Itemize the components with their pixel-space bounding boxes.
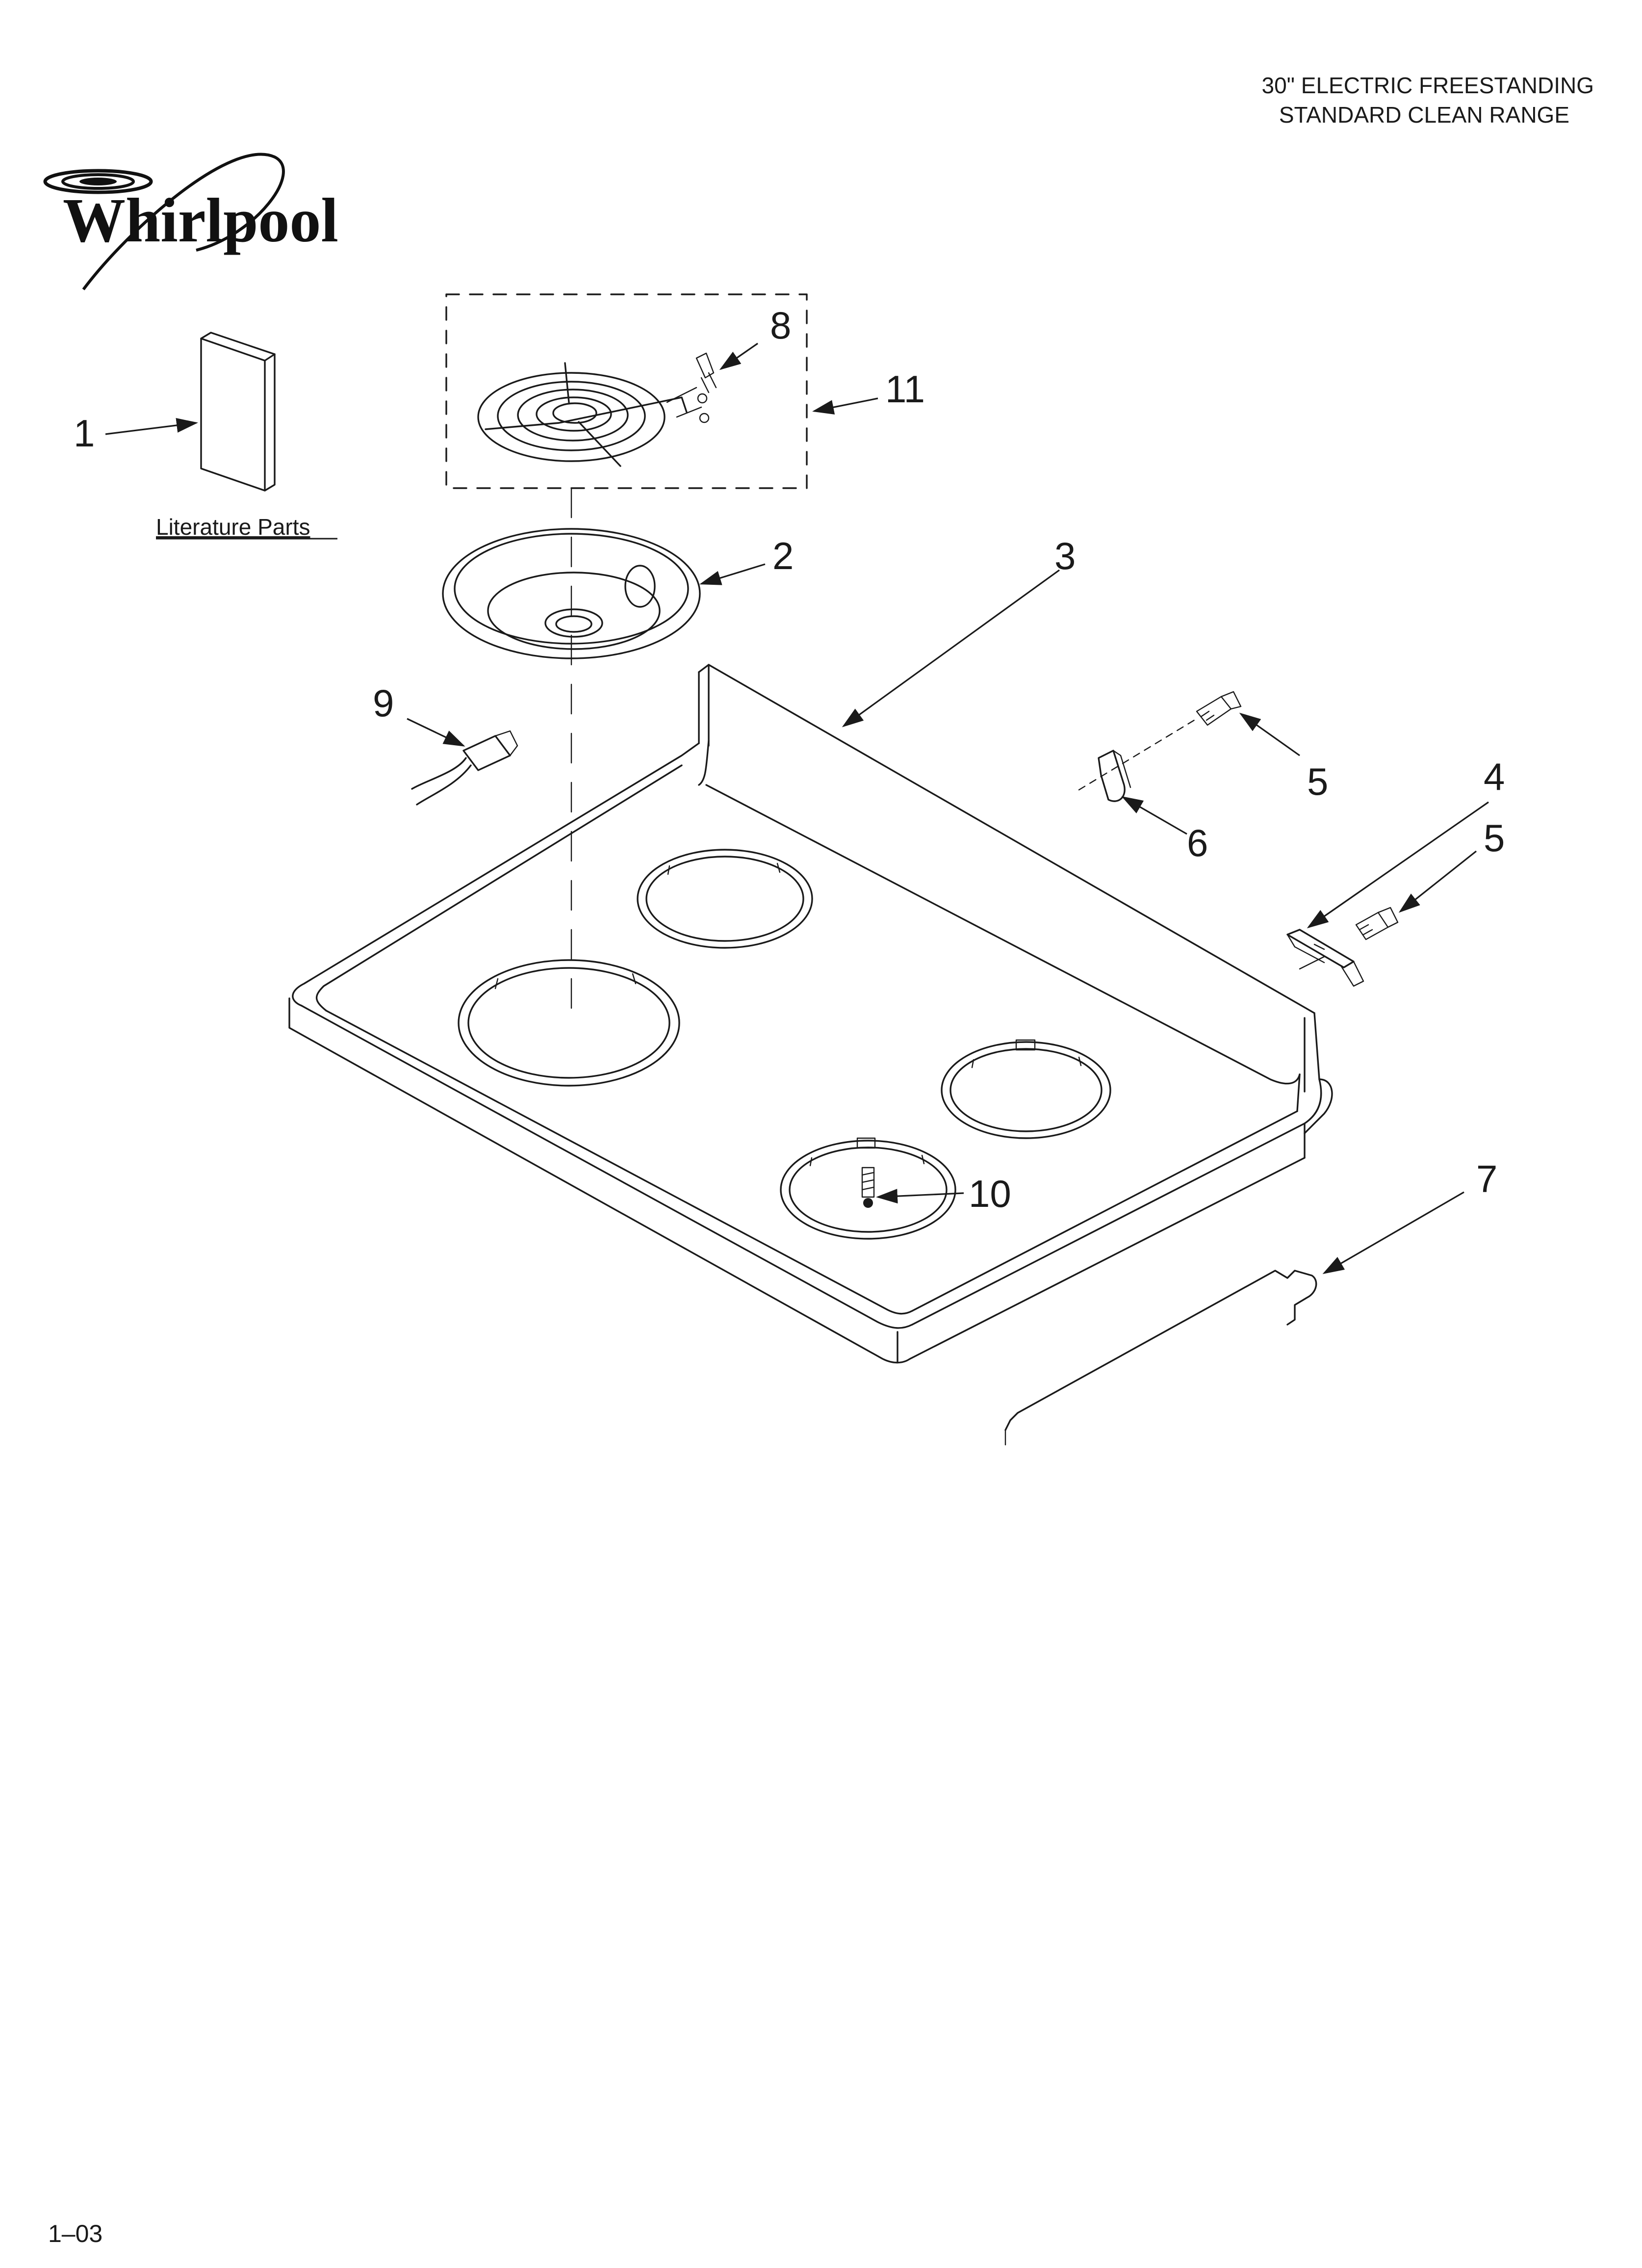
burner-opening-left-front xyxy=(458,959,680,1087)
drip-bowl xyxy=(442,528,701,659)
literature-label: Literature Parts xyxy=(156,514,310,540)
screw-5-lower xyxy=(1355,907,1399,940)
callout-5-upper: 5 xyxy=(1307,760,1328,803)
cooktop xyxy=(288,664,1333,1364)
callout-5-lower: 5 xyxy=(1484,816,1505,860)
callout-11: 11 xyxy=(885,367,925,411)
element-assembly-box xyxy=(445,293,808,489)
burner-opening-left-rear xyxy=(637,849,813,949)
callout-leader-6 xyxy=(1121,796,1187,835)
callout-4: 4 xyxy=(1484,755,1505,798)
callout-leader-7 xyxy=(1322,1191,1464,1275)
callout-leader-5-lower xyxy=(1398,850,1477,913)
clip-6 xyxy=(1098,750,1131,802)
bracket-4 xyxy=(1286,929,1364,987)
screw-alignment-line xyxy=(1078,718,1198,791)
callout-leader-5-upper xyxy=(1239,712,1300,756)
callout-10: 10 xyxy=(969,1172,1011,1215)
screw-10 xyxy=(861,1167,875,1208)
callout-6: 6 xyxy=(1187,821,1208,864)
brand-name: Whirlpool xyxy=(63,185,338,255)
callout-leader-11 xyxy=(812,397,878,415)
callout-leader-3 xyxy=(842,569,1060,728)
logo-swoosh xyxy=(82,153,285,290)
callout-8: 8 xyxy=(770,304,791,347)
brand-logo: Whirlpool xyxy=(43,153,338,290)
callout-3: 3 xyxy=(1054,534,1076,577)
callout-9: 9 xyxy=(373,681,394,725)
callout-1: 1 xyxy=(74,412,95,455)
surface-element-coil xyxy=(477,362,710,467)
footer-code: 1–03 xyxy=(48,2220,103,2247)
support-rod-7 xyxy=(1004,1270,1317,1446)
callout-leader-9 xyxy=(407,718,465,747)
swirl-icon xyxy=(43,169,153,194)
callout-2: 2 xyxy=(772,534,794,577)
header-line-2: STANDARD CLEAN RANGE xyxy=(1279,102,1569,128)
callout-leader-10 xyxy=(876,1189,964,1204)
callout-leader-4 xyxy=(1307,801,1489,929)
header-line-1: 30" ELECTRIC FREESTANDING xyxy=(1262,73,1594,98)
wire-connector xyxy=(411,730,518,806)
literature-booklet xyxy=(200,332,276,492)
callout-leader-2 xyxy=(699,563,766,585)
bracket-alignment-line xyxy=(1299,956,1325,970)
callout-7: 7 xyxy=(1476,1157,1497,1200)
screw-5-upper xyxy=(1196,691,1242,726)
burner-opening-right-front xyxy=(780,1137,956,1240)
burner-opening-right-rear xyxy=(941,1039,1111,1139)
terminal-block-clip xyxy=(695,352,717,393)
callout-leader-8 xyxy=(719,342,758,370)
callout-leader-1 xyxy=(105,418,198,435)
